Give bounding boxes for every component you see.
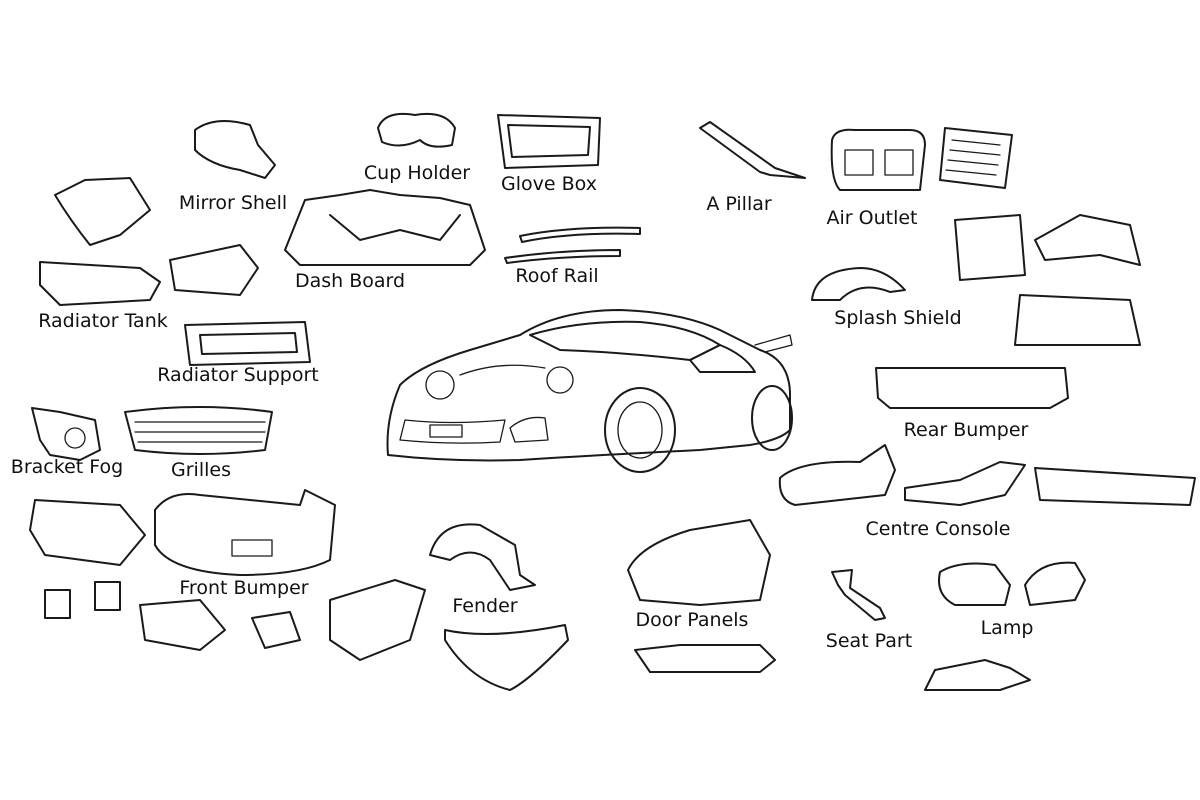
label-centre-console: Centre Console xyxy=(865,518,1011,540)
label-grilles: Grilles xyxy=(171,459,231,481)
label-cup-holder: Cup Holder xyxy=(363,162,471,184)
sports-car-drawing xyxy=(386,309,793,473)
label-splash-shield: Splash Shield xyxy=(834,307,962,329)
seat-part-drawing xyxy=(831,569,886,621)
label-seat-part: Seat Part xyxy=(825,630,913,652)
label-radiator-support: Radiator Support xyxy=(157,364,319,386)
label-door-panels: Door Panels xyxy=(635,609,749,631)
air-outlet-drawing xyxy=(830,127,1013,191)
mirror-shell-drawing xyxy=(194,120,276,179)
fender-drawing xyxy=(429,523,569,691)
label-bracket-fog: Bracket Fog xyxy=(10,456,124,478)
bracket-fog-drawing xyxy=(31,407,101,461)
dash-board-drawing xyxy=(284,189,486,266)
label-a-pillar: A Pillar xyxy=(706,193,772,215)
label-front-bumper: Front Bumper xyxy=(179,577,309,599)
a-pillar-drawing xyxy=(699,121,806,179)
label-dash-board: Dash Board xyxy=(294,270,406,292)
label-mirror-shell: Mirror Shell xyxy=(178,192,288,214)
cup-holder-drawing xyxy=(377,112,456,148)
splash-shield-drawing xyxy=(811,214,1141,346)
lamp-drawing xyxy=(924,561,1086,691)
front-bumper-drawing xyxy=(29,489,426,661)
roof-rail-drawing xyxy=(504,226,641,264)
label-radiator-tank: Radiator Tank xyxy=(38,310,168,332)
door-panels-drawing xyxy=(627,519,776,673)
radiator-tank-drawing xyxy=(39,177,259,306)
label-fender: Fender xyxy=(452,595,518,617)
grilles-drawing xyxy=(124,406,273,455)
radiator-support-drawing xyxy=(184,321,311,366)
label-roof-rail: Roof Rail xyxy=(515,265,599,287)
rear-bumper-drawing xyxy=(875,367,1069,409)
label-glove-box: Glove Box xyxy=(501,173,597,195)
centre-console-drawing xyxy=(778,444,1196,506)
glove-box-drawing xyxy=(497,114,601,169)
label-air-outlet: Air Outlet xyxy=(826,207,918,229)
label-rear-bumper: Rear Bumper xyxy=(903,419,1029,441)
label-lamp: Lamp xyxy=(980,617,1034,639)
